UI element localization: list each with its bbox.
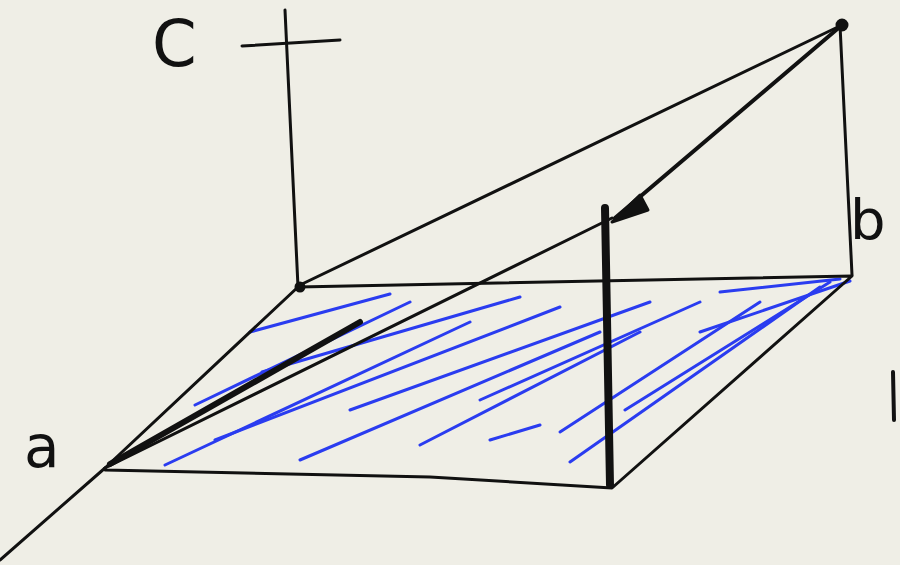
figure-lines xyxy=(0,10,894,560)
point-label: C xyxy=(152,12,197,76)
point-label: b xyxy=(850,192,886,248)
point-label: a xyxy=(24,418,60,476)
